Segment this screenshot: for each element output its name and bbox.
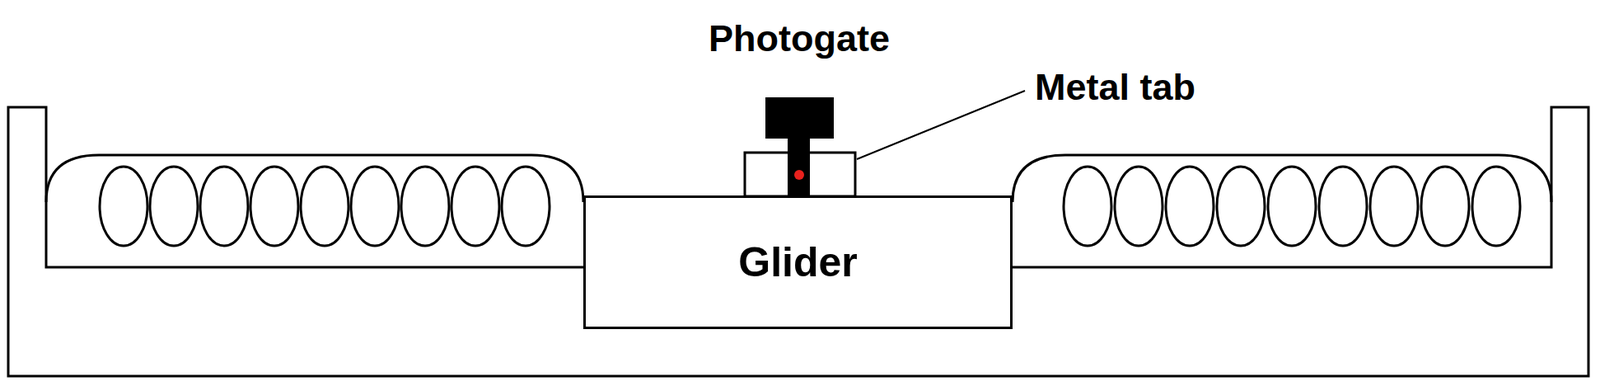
coil-loop bbox=[1063, 166, 1112, 246]
part-label: Metal tab bbox=[1034, 65, 1196, 109]
node-label: Glider bbox=[738, 238, 857, 286]
coil-loop bbox=[200, 166, 248, 246]
coil-loop bbox=[1370, 166, 1418, 246]
track bbox=[8, 107, 1589, 376]
coil-loop bbox=[1216, 166, 1265, 246]
coil-loop bbox=[300, 166, 349, 246]
leader-line bbox=[856, 90, 1025, 160]
coil-loop bbox=[1472, 166, 1521, 246]
coil-loop bbox=[149, 166, 198, 246]
photogate-arm bbox=[787, 136, 810, 196]
part-label: Photogate bbox=[708, 17, 890, 61]
coil-loop bbox=[451, 166, 500, 246]
coil-loop bbox=[401, 166, 450, 246]
photogate-head bbox=[765, 97, 834, 139]
coil-loop bbox=[501, 166, 550, 246]
photogate-beam bbox=[794, 169, 805, 180]
spring-outline bbox=[1012, 154, 1552, 202]
coil-loop bbox=[1114, 166, 1163, 246]
coil-loop bbox=[350, 166, 399, 246]
coil-loop bbox=[99, 166, 148, 246]
coil-loop bbox=[1319, 166, 1367, 246]
coil-loop bbox=[250, 166, 299, 246]
coil-loop bbox=[1165, 166, 1214, 246]
coil-loop bbox=[1267, 166, 1316, 246]
coil-loop bbox=[1421, 166, 1470, 246]
glider-body: Glider bbox=[583, 195, 1013, 329]
